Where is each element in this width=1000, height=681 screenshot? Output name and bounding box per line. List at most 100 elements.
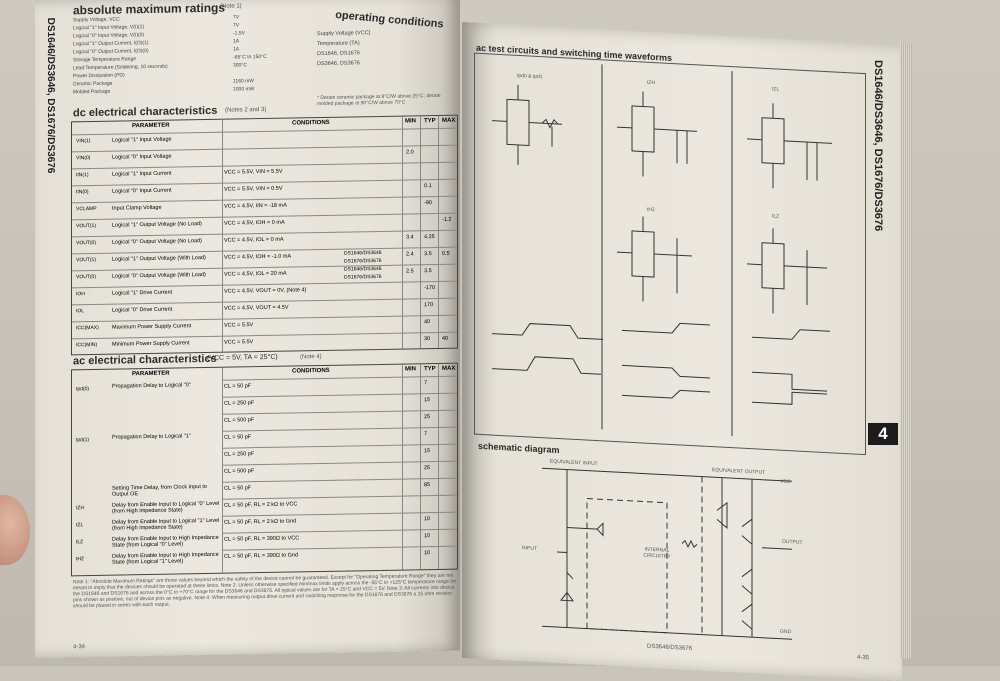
dc-parameter: Logical "1" Output Voltage (With Load) [112,255,206,263]
dc-variant: DS1676/DS3676 [344,273,382,281]
abs-max-label: Logical "1" Output Current, I(O)(1) [73,40,149,48]
dc-conditions: VCC = 5.5V, VIN = 0.5V [224,185,283,193]
dc-column-line [222,119,223,352]
ac-typ: 15 [424,397,431,404]
dc-symbol: ICC(MAX) [76,324,99,332]
dc-parameter: Input Clamp Voltage [112,204,162,212]
dc-symbol: VOUT(0) [76,273,96,281]
ac-column-line [438,363,439,569]
abs-max-label: Logical "0" Output Current, I(O)(0) [73,48,149,56]
dc-conditions: VCC = 4.5V, IOH = 0 mA [224,219,285,227]
ac-row-line [222,511,457,517]
ac-column-line [420,364,421,570]
dc-conditions [224,133,399,136]
dc-symbol: VOUT(1) [76,222,96,230]
dc-min: 2.5 [406,268,414,275]
abs-max-note: (Note 1) [220,3,242,10]
ac-parameter: Propagation Delay to Logical "1" [112,433,191,441]
ac-conditions: CL = 500 pF [224,417,255,424]
left-side-title: DS1646/DS3646, DS1676/DS3676 [45,17,56,174]
dc-min: 2.4 [406,251,414,258]
dc-column-line [438,115,439,348]
abs-max-label: Storage Temperature Range [73,56,137,64]
dc-symbol: VIN(0) [76,155,91,162]
ac-conditions: CL = 50 pF [224,485,252,492]
ac-row-line [222,392,457,398]
abs-max-label: Logical "1" Input Voltage, V(I)(1) [73,24,145,32]
dc-symbol: IOL [76,308,85,315]
ac-symbol: tZH [76,505,85,512]
ac-note: (Note 4) [300,353,322,361]
ac-parameter: Delay from Enable Input to High Impedanc… [112,534,219,549]
dc-typ: -90 [424,200,432,207]
dc-column-line [402,116,403,349]
dc-symbol: VOUT(1) [76,256,96,264]
dc-parameter: Logical "1" Input Current [112,170,172,178]
dc-conditions: VCC = 4.5V, VOUT = 0V, (Note 4) [224,287,307,295]
dc-typ: 3.5 [424,268,432,275]
ac-typ: 10 [424,550,431,557]
abs-max-value: 1A [233,46,240,53]
ac-parameter [112,450,220,467]
ac-typ: 7 [424,431,428,438]
dc-header-cell: TYP [424,118,436,125]
op-cond-title: operating conditions [334,9,445,31]
ac-parameter [112,467,220,484]
dc-typ: 170 [424,302,434,309]
abs-max-label: Supply Voltage, VCC [73,16,120,24]
ac-row-line [222,426,457,432]
ac-conditions: CL = 50 pF [224,383,252,390]
dc-parameter: Logical "0" Drive Current [112,306,173,314]
dc-conditions: VCC = 4.5V, VOUT = 4.5V [224,304,289,312]
abs-max-value: -1.5V [233,30,245,37]
ac-parameter: Delay from Enable Input to High Impedanc… [112,551,219,566]
ac-typ: 85 [424,482,431,489]
dc-note: (Notes 2 and 3) [225,106,267,114]
dc-parameter: Logical "0" Output Voltage (With Load) [112,272,206,280]
abs-max-value: 1160 mW [233,78,255,85]
ac-row-line [222,545,457,551]
section-tab: 4 [868,423,898,445]
ac-table-body: tpd(0)Propagation Delay to Logical "0"CL… [72,363,457,576]
dc-row-line [72,144,457,153]
ac-column-line [402,364,403,570]
dc-symbol: ICC(MIN) [76,341,98,349]
ac-column-line [222,367,223,573]
dc-parameter: Logical "1" Input Voltage [112,136,172,144]
dc-symbol: VCLAMP [76,205,97,213]
dc-conditions: VCC = 4.5V, IOL = 0 mA [224,236,284,244]
ac-parameter: Propagation Delay to Logical "0" [112,382,191,390]
ac-parameter [112,416,220,433]
abs-max-value: 1000 mW [233,86,255,93]
derate-note: * Derate ceramic package at 8°C/W above … [317,92,441,108]
ac-header-cell: CONDITIONS [292,367,330,375]
dc-parameter: Maximum Power Supply Current [112,323,192,331]
ac-row-line [222,443,457,449]
right-page-number: 4-35 [857,654,870,662]
dc-conditions: VCC = 4.5V, IIN = -18 mA [224,202,287,210]
left-page-number: 4-34 [73,644,86,651]
ac-parameter: Delay from Enable Input to Logical "1" L… [112,517,220,532]
op-cond-row: Temperature (TA) [317,40,360,48]
schematic-drawing [542,467,792,640]
abs-max-label: Molded Package [73,88,111,96]
abs-max-label: Ceramic Package [73,80,113,88]
ac-typ: 25 [424,414,431,421]
ac-symbol: tHZ [76,556,85,563]
dc-max: 40 [442,335,449,342]
ac-symbol: tpd(1) [76,437,90,444]
left-page: DS1646/DS3646, DS1676/DS3676 absolute ma… [35,0,460,658]
page-edges [900,42,912,659]
ac-typ: 10 [424,533,431,540]
abs-max-label: Lead Temperature (Soldering, 10 seconds) [73,63,168,72]
ac-symbol: tLZ [76,539,84,546]
ac-header-cell: MAX [442,365,456,372]
dc-header-cell: MIN [405,118,416,125]
dc-header-cell: MAX [442,117,456,124]
right-page: ac test circuits and switching time wave… [462,22,902,681]
dc-typ: 4.25 [424,234,435,241]
abs-max-label: Logical "0" Input Voltage, V(I)(0) [73,32,145,40]
